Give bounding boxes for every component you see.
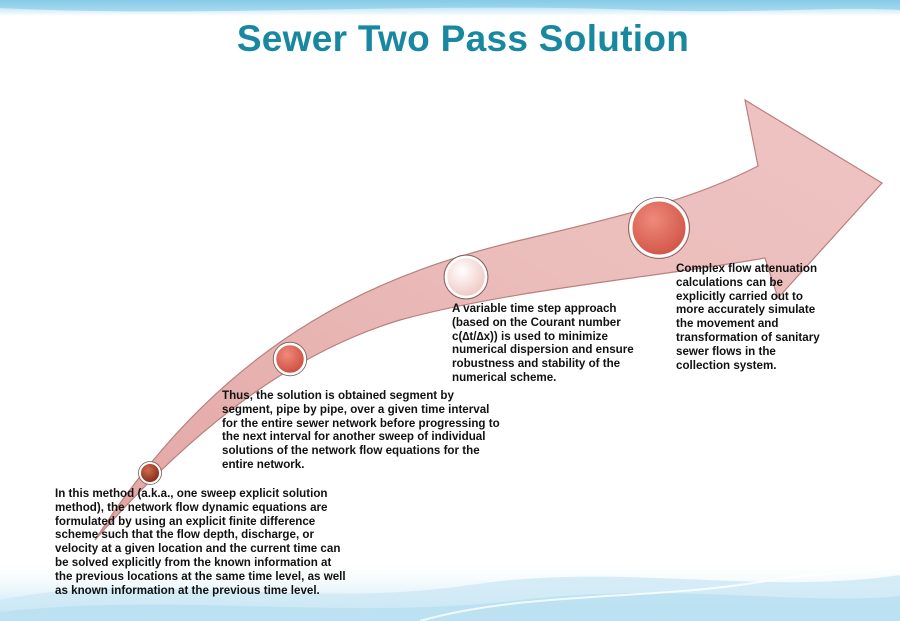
step-marker-3 <box>444 255 488 299</box>
step-marker-2 <box>273 342 307 376</box>
step-marker-4 <box>629 198 689 258</box>
step-4-text: Complex flow attenuation calculations ca… <box>676 262 820 372</box>
step-marker-1 <box>139 462 161 484</box>
step-1-text: In this method (a.k.a., one sweep explic… <box>55 487 346 597</box>
top-wave <box>0 0 900 12</box>
step-3-text: A variable time step approach (based on … <box>452 302 634 384</box>
progress-arrow <box>94 98 883 541</box>
bottom-wave-2 <box>0 593 900 621</box>
bottom-wave-line <box>419 565 900 621</box>
page-title: Sewer Two Pass Solution <box>236 18 690 59</box>
step-2-text: Thus, the solution is obtained segment b… <box>222 389 500 471</box>
